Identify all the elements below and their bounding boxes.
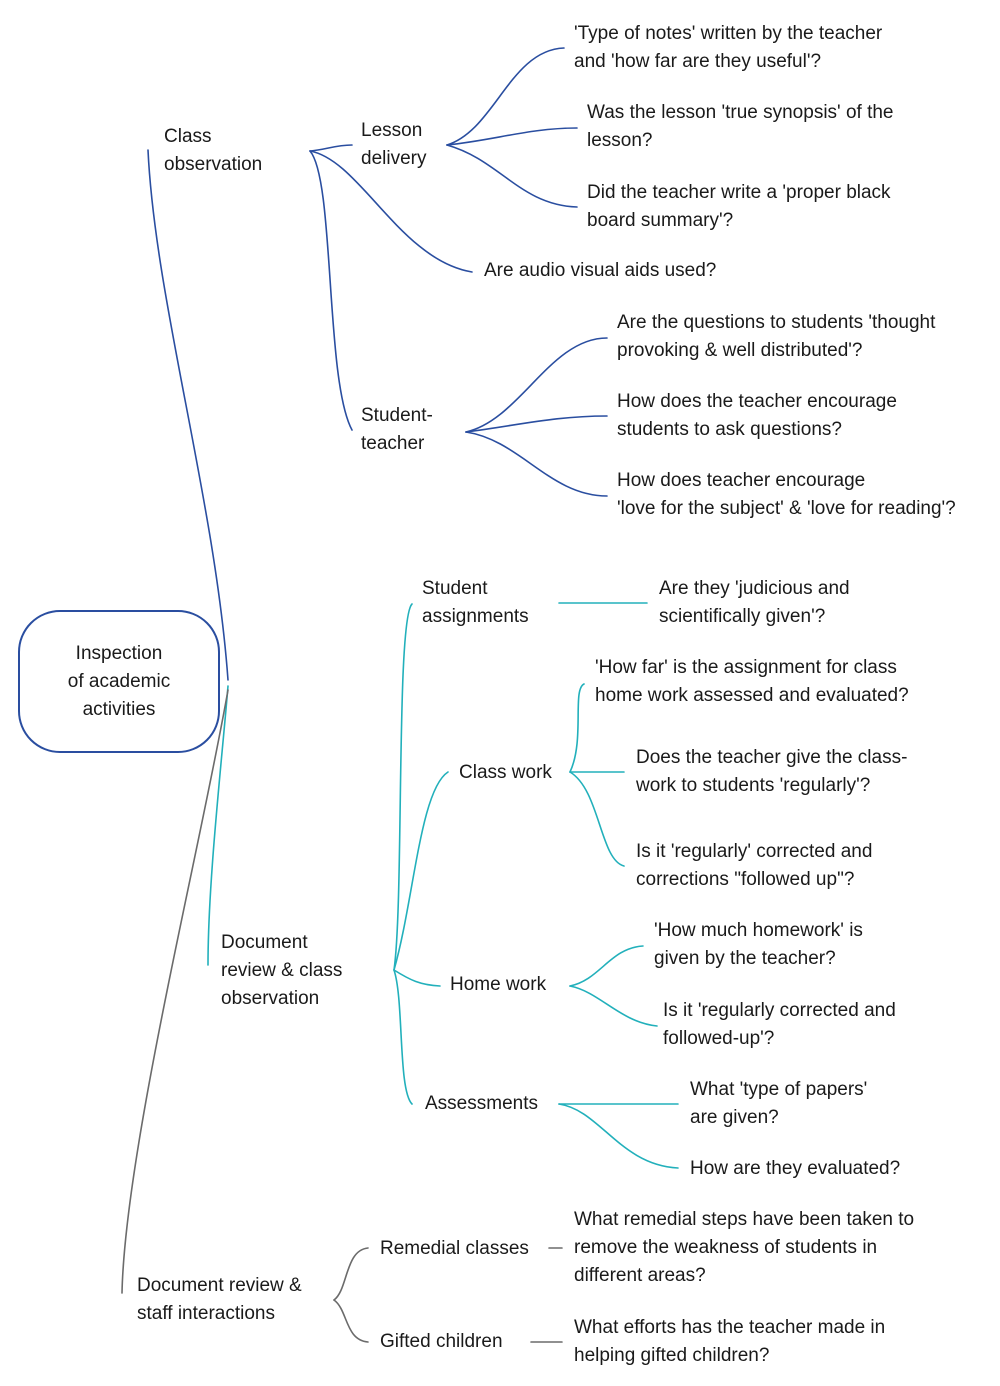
link-class-obs-to-audio-visual [309, 150, 473, 273]
node-lesson-delivery-item-1[interactable]: 'Type of notes' written by the teacher a… [574, 23, 883, 72]
node-assessments-item-2[interactable]: How are they evaluated? [690, 1158, 901, 1179]
link-lesson-delivery-item-1 [446, 47, 565, 146]
link-student-teacher-item-1 [465, 337, 608, 433]
node-remedial-classes-item-1[interactable]: What remedial steps have been taken to r… [574, 1209, 915, 1286]
node-lesson-delivery-item-3[interactable]: Did the teacher write a 'proper black bo… [587, 182, 891, 231]
link-doc-staff-to-remedial [333, 1247, 369, 1301]
link-class-obs-to-lesson-delivery [309, 144, 353, 152]
node-student-teacher[interactable]: Student- teacher [361, 405, 433, 454]
root-node[interactable]: Inspection of academic activities [18, 610, 220, 753]
link-assessments-item-2 [558, 1103, 679, 1169]
link-lesson-delivery-item-3 [446, 144, 578, 208]
node-class-work-item-1[interactable]: 'How far' is the assignment for class ho… [595, 657, 909, 706]
link-root-document-review-class [207, 685, 229, 966]
node-gifted-children-item-1[interactable]: What efforts has the teacher made in hel… [574, 1317, 886, 1366]
link-doc-class-to-home-work [393, 969, 441, 987]
link-doc-class-to-assignments [393, 603, 413, 971]
link-lesson-delivery-item-2 [446, 127, 578, 146]
node-document-review-class-observation[interactable]: Document review & class observation [221, 932, 343, 1009]
link-home-work-item-1 [569, 945, 644, 987]
link-class-obs-to-student-teacher [309, 150, 353, 431]
link-class-work-item-3 [569, 771, 625, 867]
node-class-observation[interactable]: Class observation [164, 126, 263, 175]
node-lesson-delivery[interactable]: Lesson delivery [361, 120, 427, 169]
node-student-teacher-item-2[interactable]: How does the teacher encourage students … [617, 391, 897, 440]
link-doc-class-to-assessments [393, 969, 413, 1105]
node-student-assignments[interactable]: Student assignments [422, 578, 529, 627]
link-student-teacher-item-2 [465, 415, 608, 433]
node-class-work-item-3[interactable]: Is it 'regularly' corrected and correcti… [636, 841, 873, 890]
node-home-work[interactable]: Home work [450, 974, 547, 995]
link-doc-class-to-class-work [393, 771, 449, 971]
node-assessments[interactable]: Assessments [425, 1093, 538, 1114]
node-class-work[interactable]: Class work [459, 762, 552, 783]
link-class-work-item-1 [569, 683, 585, 773]
node-student-assignments-item-1[interactable]: Are they 'judicious and scientifically g… [659, 578, 850, 627]
node-assessments-item-1[interactable]: What 'type of papers' are given? [690, 1079, 868, 1128]
node-document-review-staff-interactions[interactable]: Document review & staff interactions [137, 1275, 302, 1324]
link-doc-staff-to-gifted [333, 1299, 369, 1343]
node-home-work-item-2[interactable]: Is it 'regularly corrected and followed-… [663, 1000, 896, 1049]
link-home-work-item-2 [569, 985, 658, 1027]
node-gifted-children[interactable]: Gifted children [380, 1331, 503, 1352]
node-audio-visual-aids[interactable]: Are audio visual aids used? [484, 260, 717, 281]
node-home-work-item-1[interactable]: 'How much homework' is given by the teac… [654, 920, 863, 969]
link-student-teacher-item-3 [465, 431, 608, 497]
node-remedial-classes[interactable]: Remedial classes [380, 1238, 529, 1259]
node-student-teacher-item-3[interactable]: How does teacher encourage 'love for the… [617, 470, 956, 519]
link-root-document-review-staff [121, 689, 229, 1294]
node-class-work-item-2[interactable]: Does the teacher give the class- work to… [636, 747, 908, 796]
link-root-class-observation [147, 149, 229, 681]
node-lesson-delivery-item-2[interactable]: Was the lesson 'true synopsis' of the le… [587, 102, 894, 151]
node-student-teacher-item-1[interactable]: Are the questions to students 'thought p… [617, 312, 936, 361]
